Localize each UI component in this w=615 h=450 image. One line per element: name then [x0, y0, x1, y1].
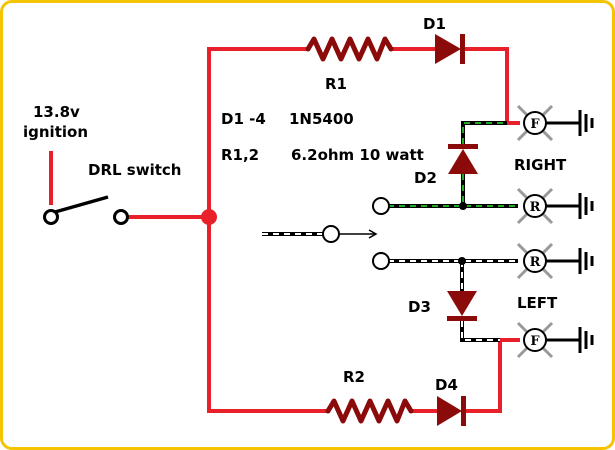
side-label-right: RIGHT	[514, 156, 567, 174]
label-r2: R2	[343, 368, 365, 386]
indicator-switch-pivot	[322, 225, 340, 243]
diode-d2	[448, 144, 478, 174]
spec-resistors-value: 6.2ohm 10 watt	[291, 146, 424, 164]
resistor-r1	[305, 36, 394, 62]
side-label-left: LEFT	[517, 294, 558, 312]
ground-symbol-2	[546, 193, 594, 219]
diode-d4	[437, 396, 466, 426]
lamp-label-left-rear: R	[530, 255, 541, 270]
supply-source-label: ignition	[23, 123, 88, 141]
drl-switch-label: DRL switch	[88, 161, 181, 179]
d2-top-wire	[461, 121, 507, 144]
ground-symbol-3	[546, 248, 594, 274]
circuit-diagram: F R R F 13.8v ignition DRL switch D1 -4 …	[23, 15, 594, 426]
diode-d3	[447, 291, 477, 321]
indicator-contact-left	[372, 252, 390, 270]
lamp-label-right-rear: R	[530, 200, 541, 215]
junction-dot-main	[201, 209, 217, 225]
switch-lever	[54, 195, 109, 214]
lamp-right-rear: R	[516, 187, 554, 225]
ground-symbol-4	[546, 327, 594, 353]
label-d3: D3	[408, 298, 431, 316]
right-indicator-wiring	[388, 121, 518, 208]
d4-output-wire	[464, 338, 502, 413]
left-indicator-wiring	[388, 259, 518, 342]
d3-bottom-wire	[460, 321, 500, 342]
junction-dot-left	[458, 257, 466, 265]
lamp-label-left-front: F	[530, 334, 540, 349]
resistor-r2	[325, 398, 414, 424]
label-d1: D1	[423, 15, 446, 33]
lamp-label-right-front: F	[530, 117, 540, 132]
ground-symbol-1	[546, 110, 594, 136]
lamp-right-front: F	[516, 104, 554, 142]
arrow-head-icon	[368, 229, 378, 239]
red-wiring	[49, 47, 520, 413]
drl-switch	[43, 195, 129, 225]
spec-resistors-ref: R1,2	[221, 146, 259, 164]
label-d2: D2	[414, 169, 437, 187]
lamp-left-rear: R	[516, 242, 554, 280]
supply-voltage-label: 13.8v	[33, 103, 80, 121]
indicator-switch	[262, 197, 390, 270]
spec-diodes-part: 1N5400	[289, 110, 354, 128]
d1-output-wire	[463, 47, 509, 123]
spec-diodes-ref: D1 -4	[221, 110, 266, 128]
diode-d1	[435, 34, 465, 64]
label-r1: R1	[325, 75, 347, 93]
lamp-left-front: F	[516, 321, 554, 359]
indicator-contact-right	[372, 197, 390, 215]
label-d4: D4	[435, 376, 458, 394]
switch-terminal-left	[43, 209, 59, 225]
switch-terminal-right	[113, 209, 129, 225]
junction-dot-right	[459, 202, 467, 210]
